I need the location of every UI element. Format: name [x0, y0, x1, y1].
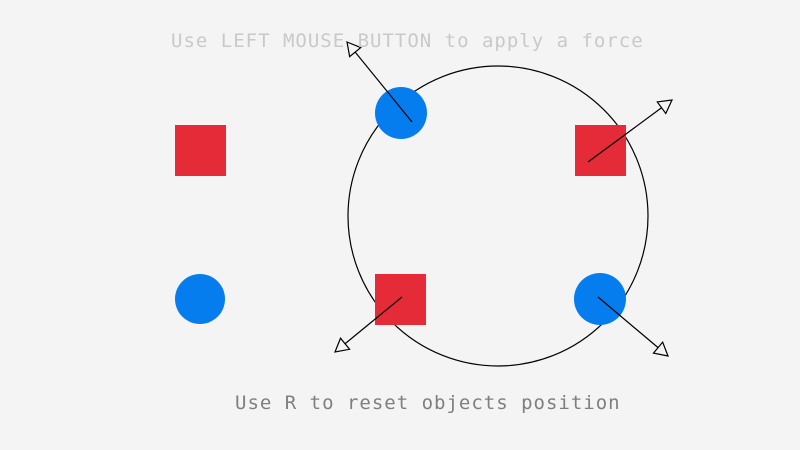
force-arrow-bottom-square-head-icon — [334, 337, 351, 353]
force-arrow-top-circle-shaft — [354, 51, 413, 123]
force-arrow-top-right-square — [587, 99, 674, 163]
force-arrow-bottom-right-circle-shaft — [597, 296, 659, 349]
force-arrow-bottom-square-shaft — [344, 296, 403, 345]
bodies-layer[interactable] — [175, 87, 626, 325]
force-arrow-top-right-square-shaft — [587, 107, 662, 163]
force-arrow-bottom-right-circle-head-icon — [652, 340, 669, 357]
square-top-right[interactable] — [575, 125, 626, 176]
force-vectors-layer — [334, 41, 674, 357]
hint-reset-key: Use R to reset objects position — [235, 392, 621, 414]
circle-bottom-left[interactable] — [175, 274, 225, 324]
force-arrow-top-circle-head-icon — [346, 41, 362, 58]
force-arrow-top-right-square-head-icon — [656, 99, 674, 115]
square-bottom-center[interactable] — [375, 274, 426, 325]
square-left[interactable] — [175, 125, 226, 176]
force-arrow-top-circle — [346, 41, 413, 123]
hint-left-mouse-button: Use LEFT MOUSE BUTTON to apply a force — [171, 30, 644, 52]
circle-top[interactable] — [375, 87, 427, 139]
boundary-circle — [347, 65, 649, 367]
boundary-layer — [347, 65, 649, 367]
force-arrow-bottom-right-circle — [597, 296, 669, 357]
force-arrow-bottom-square — [334, 296, 403, 353]
